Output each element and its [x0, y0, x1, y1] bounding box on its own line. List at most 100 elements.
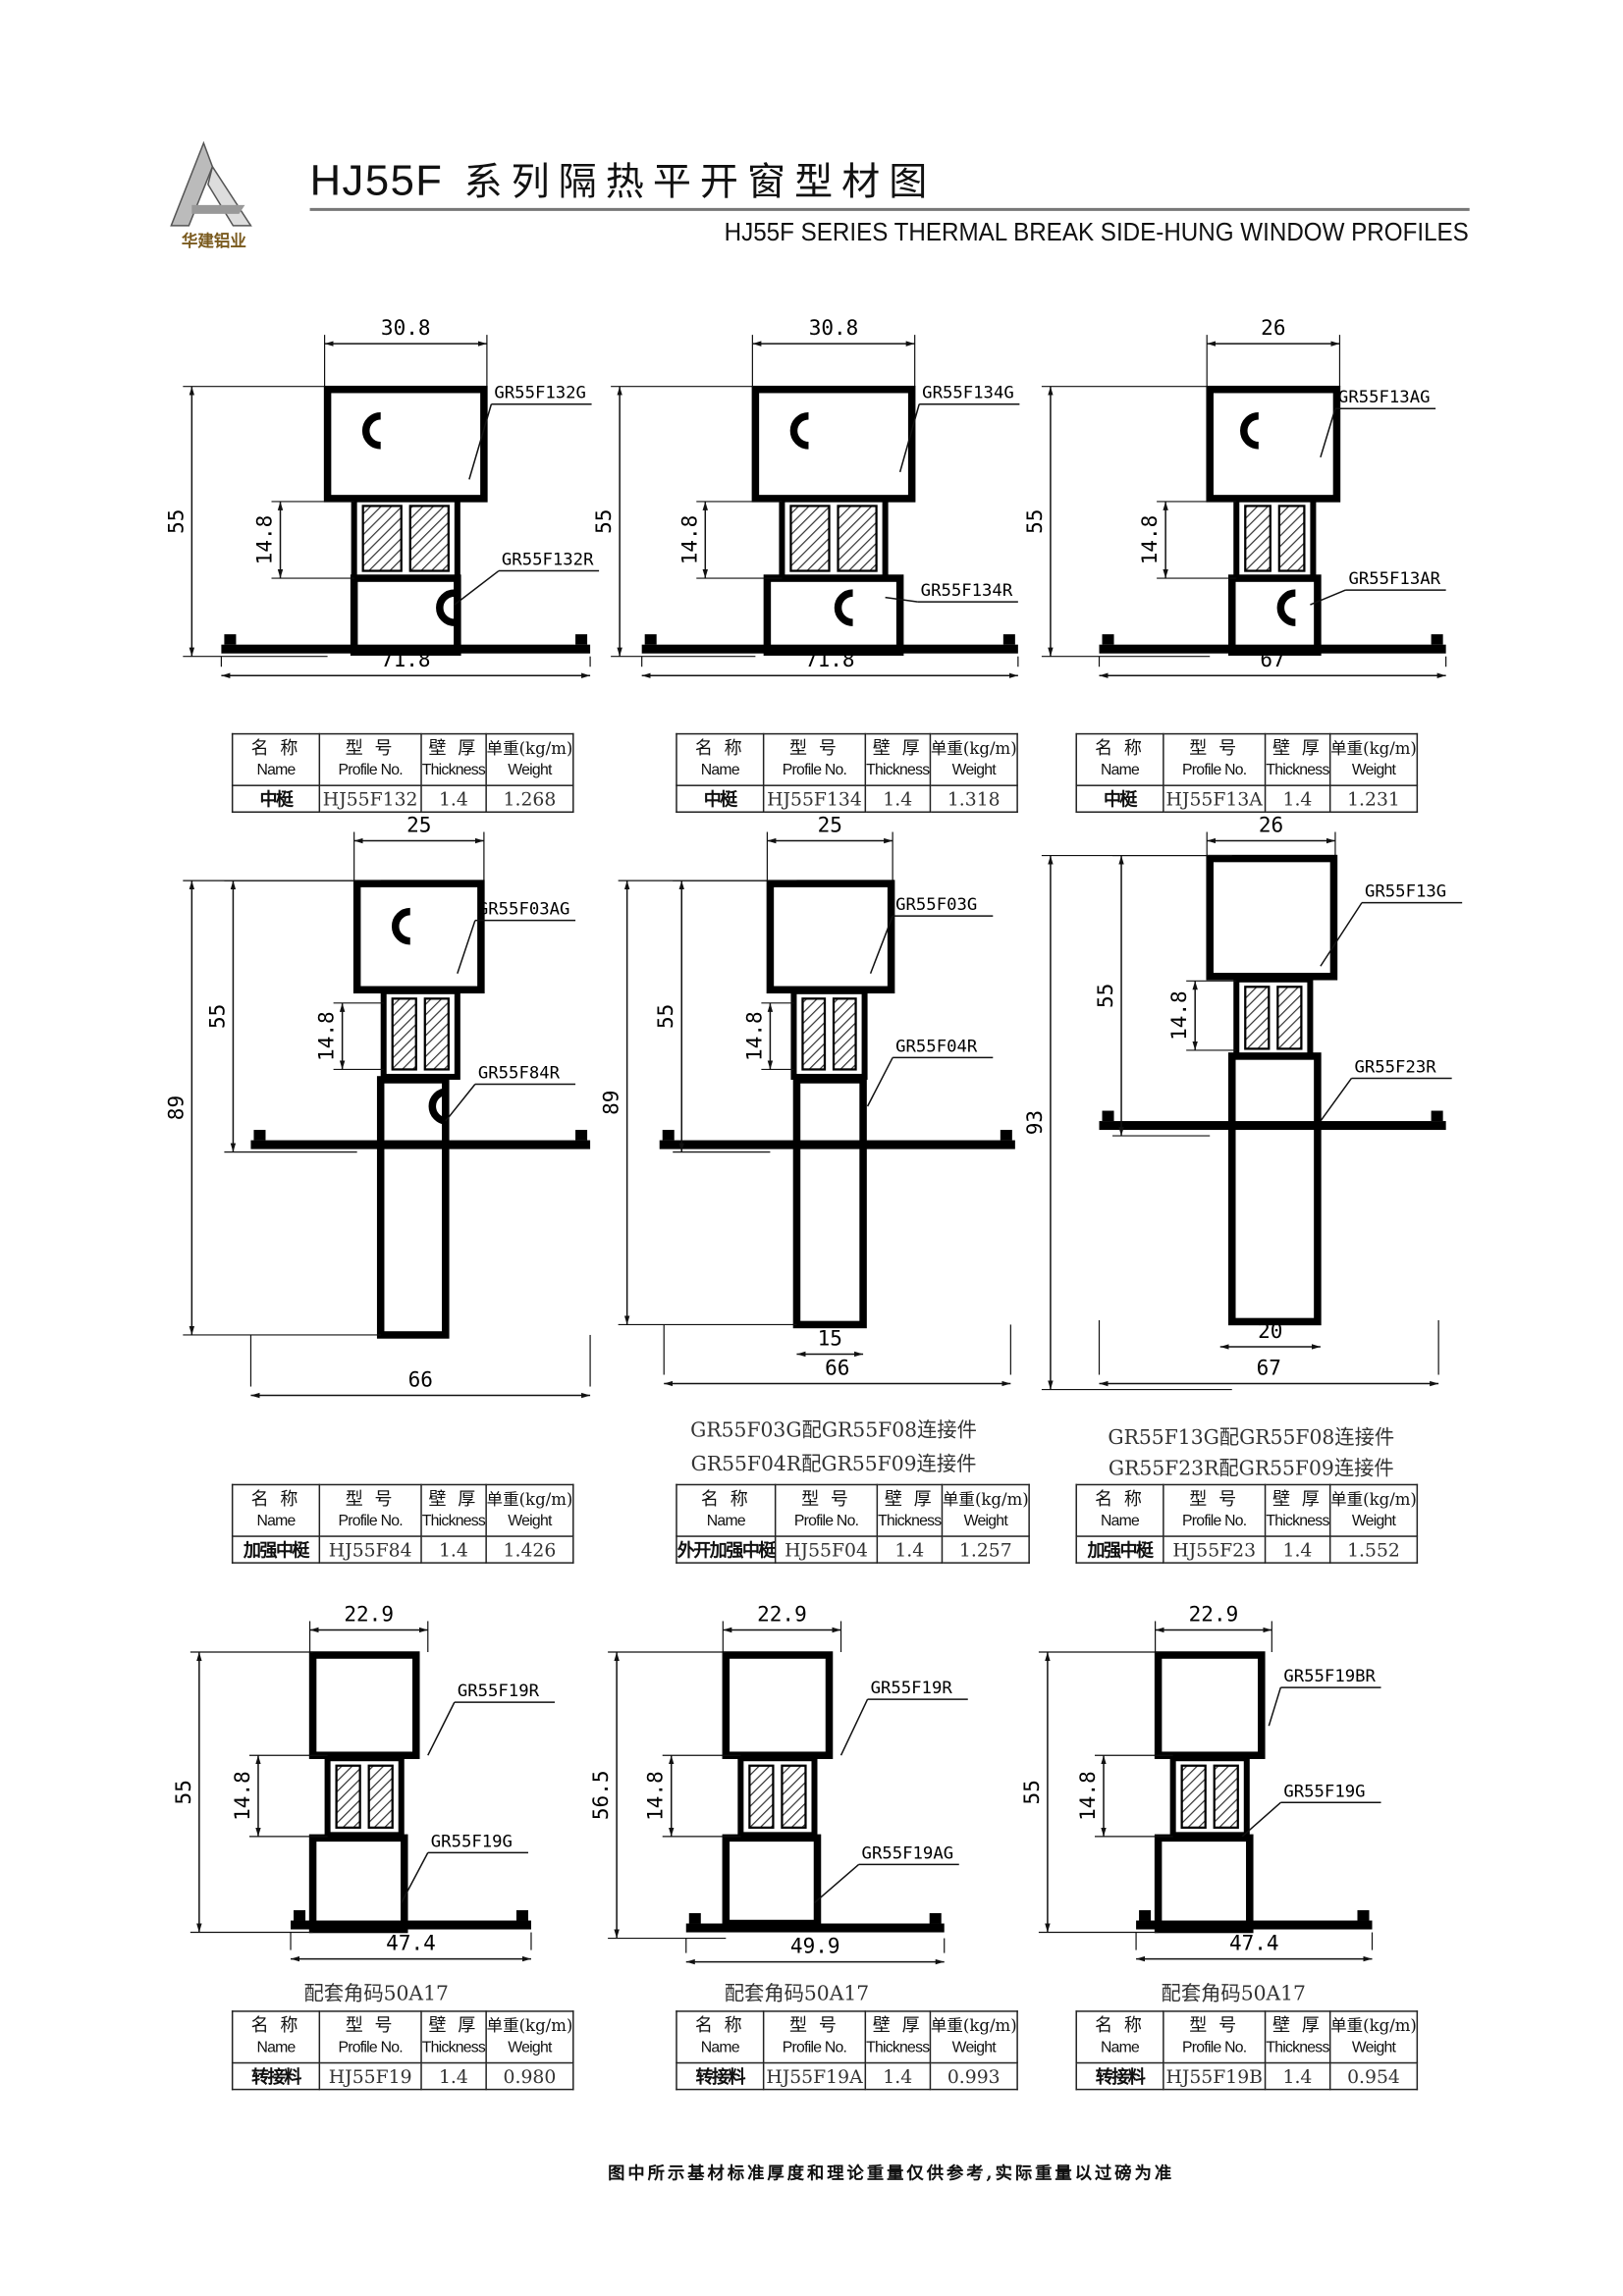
cell-name: 外开加强中梃 — [676, 1535, 776, 1564]
bottom-width-dimension: 71.8 — [805, 647, 855, 671]
insulation-strip — [335, 1764, 361, 1829]
inner-width-dimension: 20 — [1258, 1318, 1282, 1343]
bottom-width-dimension: 67 — [1257, 1356, 1281, 1380]
upper-chamber — [323, 385, 488, 503]
thermal-break-dimension: 14.8 — [1137, 515, 1162, 565]
cell-profile: HJ55F19 — [318, 2061, 422, 2091]
lower-chamber — [1227, 574, 1322, 656]
base-flange — [291, 1920, 531, 1930]
insulation-strip — [1244, 986, 1271, 1050]
cell-profile: HJ55F13A — [1163, 784, 1267, 813]
insulation-strip — [781, 1764, 807, 1829]
cell-name: 中梃 — [231, 784, 321, 813]
cell-thickness: 1.4 — [1264, 1535, 1331, 1564]
top-width-dimension: 30.8 — [381, 315, 431, 340]
top-width-dimension: 22.9 — [344, 1601, 394, 1626]
insulation-strip — [1276, 986, 1303, 1050]
thermal-break-dimension: 14.8 — [1075, 1771, 1100, 1821]
header-weight: 单重(kg/m)Weight — [1328, 1483, 1419, 1537]
header-weight: 单重(kg/m)Weight — [941, 1483, 1031, 1537]
top-width-dimension: 30.8 — [809, 315, 859, 340]
part-label: GR55F19BR — [1283, 1667, 1376, 1686]
lower-chamber — [376, 1076, 450, 1339]
cell-profile: HJ55F04 — [774, 1535, 879, 1564]
total-height-dimension: 93 — [1022, 1110, 1047, 1135]
header-weight: 单重(kg/m)Weight — [485, 732, 574, 786]
upper-chamber — [766, 880, 895, 994]
cell-name: 转接料 — [1075, 2061, 1164, 2091]
hook-detail — [1276, 589, 1296, 626]
top-width-dimension: 26 — [1259, 813, 1283, 837]
header-weight: 单重(kg/m)Weight — [485, 2010, 574, 2064]
cell-name: 转接料 — [231, 2061, 321, 2091]
cell-weight: 0.954 — [1328, 2061, 1419, 2091]
upper-chamber — [308, 1651, 420, 1759]
part-label: GR55F19AG — [862, 1843, 954, 1863]
hook-detail — [392, 907, 411, 945]
lower-chamber — [1154, 1834, 1254, 1934]
upper-chamber — [1206, 854, 1338, 981]
bottom-width-dimension: 71.8 — [381, 647, 431, 671]
title-rule — [309, 207, 1470, 211]
insulation-strip — [423, 997, 450, 1071]
thermal-break-dimension: 14.8 — [1166, 990, 1191, 1041]
base-flange — [221, 644, 591, 654]
cell-thickness: 1.4 — [420, 784, 487, 813]
cell-thickness: 1.4 — [864, 784, 931, 813]
cell-weight: 1.318 — [929, 784, 1019, 813]
cell-thickness: 1.4 — [420, 1535, 487, 1564]
height-dimension: 56.5 — [588, 1770, 613, 1820]
insulation-strip — [408, 505, 450, 572]
part-label: GR55F134R — [921, 581, 1013, 601]
hook-detail — [834, 589, 853, 626]
header-weight: 单重(kg/m)Weight — [1328, 2010, 1419, 2064]
insulation-strip — [801, 997, 827, 1071]
thermal-break-dimension: 14.8 — [230, 1771, 254, 1821]
profile-caption: 配套角码50A17 — [303, 1982, 449, 2006]
part-label: GR55F84R — [478, 1063, 561, 1083]
svg-text:华建铝业: 华建铝业 — [182, 231, 246, 250]
bottom-width-dimension: 66 — [408, 1367, 433, 1392]
part-label: GR55F134G — [922, 384, 1014, 403]
cell-name: 转接料 — [676, 2061, 765, 2091]
hook-detail — [436, 589, 456, 626]
top-width-dimension: 22.9 — [1189, 1601, 1239, 1626]
base-flange — [1099, 1121, 1446, 1131]
cell-profile: HJ55F23 — [1163, 1535, 1267, 1564]
header-weight: 单重(kg/m)Weight — [485, 1483, 574, 1537]
insulation-strip — [789, 505, 831, 572]
part-label: GR55F03G — [895, 895, 977, 915]
company-logo: 华建铝业 — [170, 140, 252, 250]
part-label: GR55F13G — [1365, 882, 1446, 902]
cell-thickness: 1.4 — [420, 2061, 487, 2091]
cell-thickness: 1.4 — [876, 1535, 943, 1564]
cell-weight: 0.993 — [929, 2061, 1019, 2091]
cell-weight: 1.268 — [485, 784, 574, 813]
